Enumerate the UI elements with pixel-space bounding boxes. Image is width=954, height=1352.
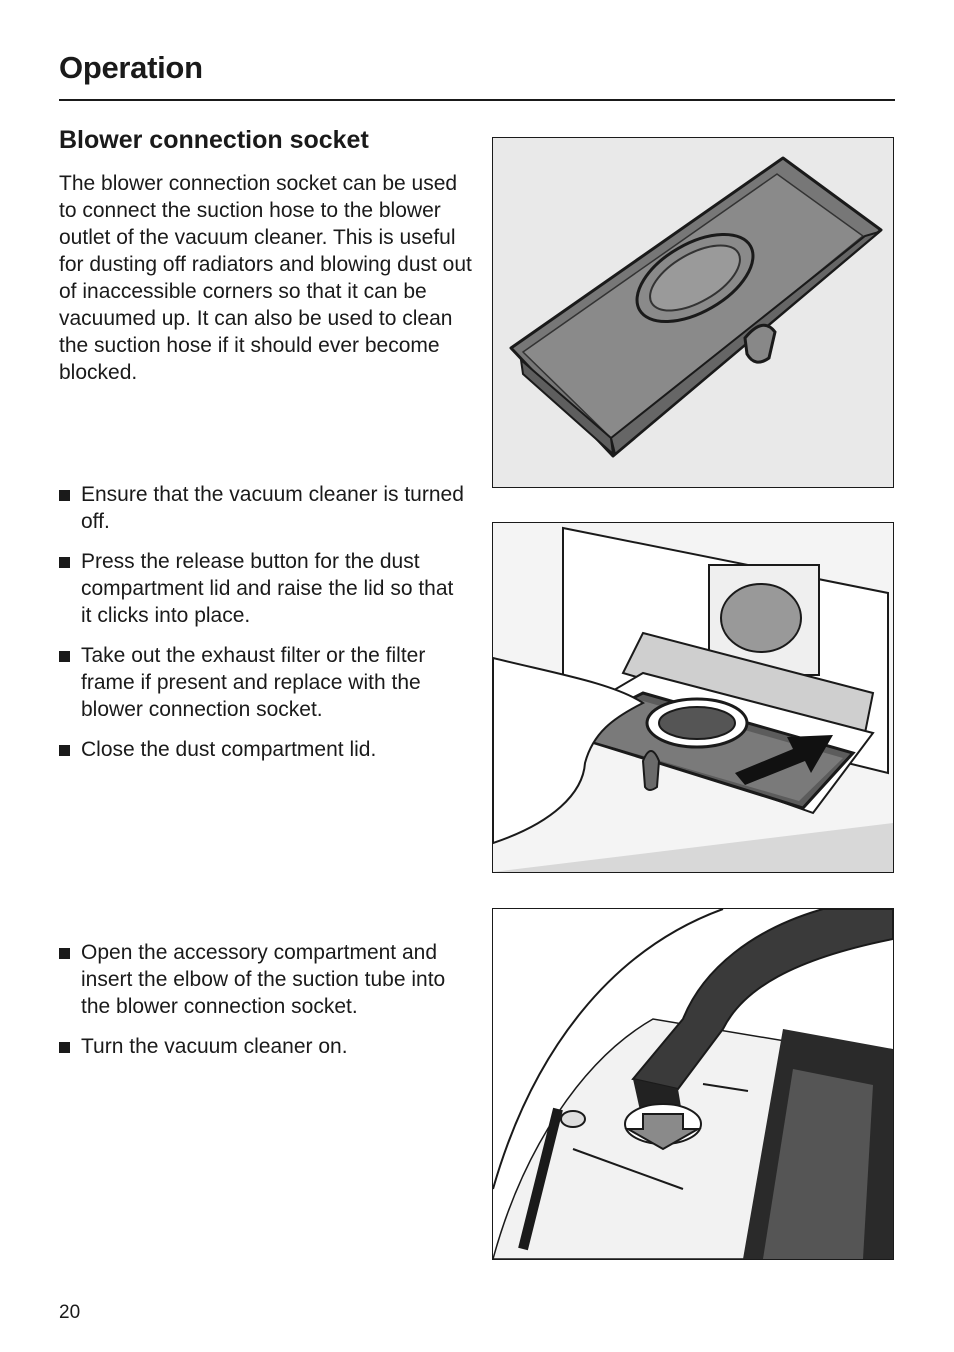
- list-item: Close the dust compartment lid.: [59, 736, 469, 763]
- list-item: Ensure that the vacuum cleaner is turned…: [59, 481, 469, 535]
- page-number: 20: [59, 1302, 81, 1323]
- insert-socket-illustration: [493, 523, 893, 872]
- list-item: Press the release button for the dust co…: [59, 548, 469, 629]
- insert-elbow-illustration: [493, 909, 893, 1259]
- step-list-1: Ensure that the vacuum cleaner is turned…: [59, 481, 469, 776]
- step-text: Ensure that the vacuum cleaner is turned…: [81, 483, 464, 533]
- illustration-insert-socket: [492, 522, 894, 873]
- blower-socket-illustration: [493, 138, 893, 487]
- bullet-square-icon: [59, 948, 70, 959]
- bullet-square-icon: [59, 490, 70, 501]
- header-rule: [59, 99, 895, 101]
- illustration-blower-socket: [492, 137, 894, 488]
- step-text: Take out the exhaust filter or the filte…: [81, 644, 426, 721]
- bullet-square-icon: [59, 651, 70, 662]
- list-item: Open the accessory compartment and inser…: [59, 939, 469, 1020]
- step-list-2: Open the accessory compartment and inser…: [59, 939, 469, 1073]
- bullet-square-icon: [59, 557, 70, 568]
- step-text: Turn the vacuum cleaner on.: [81, 1035, 348, 1058]
- list-item: Take out the exhaust filter or the filte…: [59, 642, 469, 723]
- subheading: Blower connection socket: [59, 126, 369, 154]
- illustration-insert-elbow: [492, 908, 894, 1260]
- step-text: Press the release button for the dust co…: [81, 550, 454, 627]
- section-title: Operation: [59, 50, 203, 85]
- step-text: Close the dust compartment lid.: [81, 738, 377, 761]
- list-item: Turn the vacuum cleaner on.: [59, 1033, 469, 1060]
- step-text: Open the accessory compartment and inser…: [81, 941, 446, 1018]
- bullet-square-icon: [59, 745, 70, 756]
- intro-paragraph: The blower connection socket can be used…: [59, 172, 472, 384]
- bullet-square-icon: [59, 1042, 70, 1053]
